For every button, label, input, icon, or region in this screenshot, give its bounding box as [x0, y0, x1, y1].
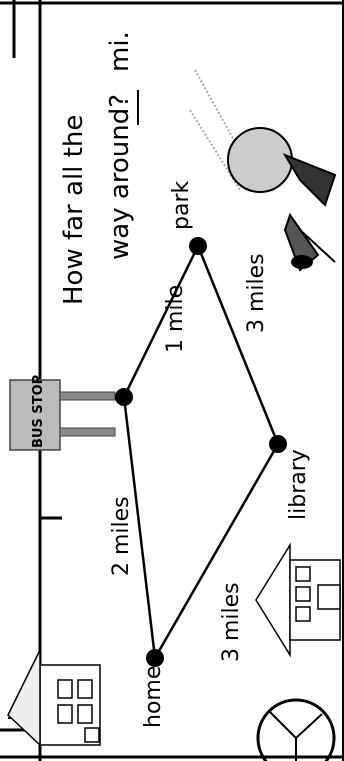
bicycle-wheel-icon [256, 698, 336, 761]
bus-stop-point [115, 388, 133, 406]
distance-home-bus-stop: 2 miles [109, 496, 134, 576]
library-label: library [286, 449, 311, 520]
route-park-library [196, 245, 280, 445]
route-library-home [153, 443, 280, 659]
question-line-1: How far all the [59, 115, 89, 305]
library-building-icon [255, 542, 341, 658]
distance-park-library: 3 miles [244, 253, 269, 333]
park-label: park [169, 181, 194, 230]
route-bus-stop-park [122, 245, 200, 398]
answer-unit: mi. [105, 31, 135, 72]
route-lines [122, 245, 280, 659]
bus-stop-sign-label: BUS STOP [31, 375, 46, 448]
park-point [189, 237, 207, 255]
distance-library-home: 3 miles [219, 582, 244, 662]
home-label: home [141, 666, 166, 728]
house-icon [7, 649, 101, 747]
distance-bus-stop-park: 1 mile [163, 285, 188, 353]
route-home-bus-stop [122, 396, 157, 659]
library-point [269, 435, 287, 453]
bus-stop-sign-icon: BUS STOP [9, 375, 116, 451]
home-point [146, 649, 164, 667]
child-on-swing-icon [189, 69, 337, 272]
question-line-2: way around? [105, 94, 135, 260]
